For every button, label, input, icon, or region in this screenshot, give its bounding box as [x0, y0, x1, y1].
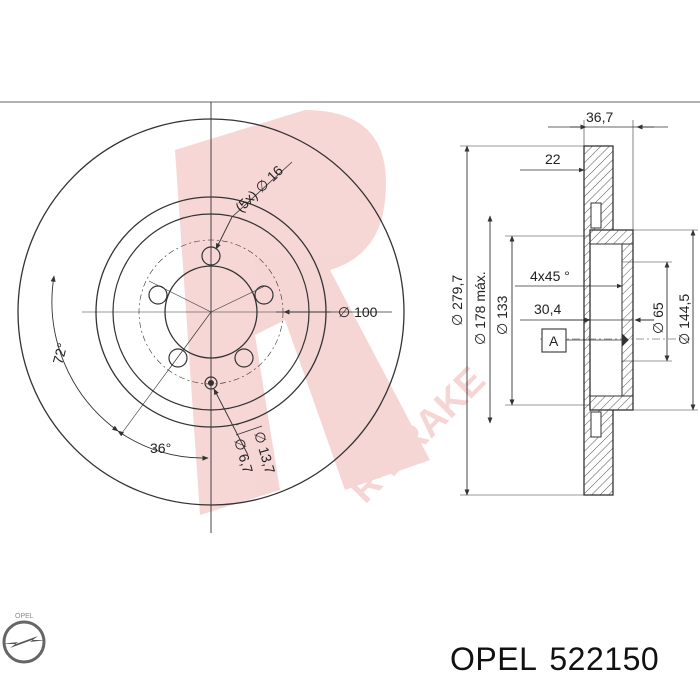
hub-diameter-label: ∅ 133	[494, 295, 510, 335]
product-caption: OPEL 522150	[450, 641, 659, 678]
radial-line-3	[121, 311, 212, 434]
inner-diameter-label: ∅ 144,5	[676, 294, 692, 345]
opel-logo-icon: OPEL	[2, 613, 46, 664]
bolt-hole-5	[148, 285, 168, 305]
outer-diameter-label: ∅ 279,7	[449, 275, 465, 326]
part-number: 522150	[549, 641, 660, 677]
stud-bottom	[590, 411, 602, 438]
side-view	[460, 120, 698, 496]
pcd-label: ∅ 100	[338, 304, 378, 320]
disc-height-label: 22	[545, 151, 561, 167]
bolt-hole-4	[168, 348, 188, 368]
reference-marker	[621, 332, 629, 348]
bolt-hole-3	[234, 348, 254, 368]
svg-text:OPEL: OPEL	[15, 613, 34, 620]
bolt-hole-2	[254, 285, 274, 305]
reference-label: A	[549, 333, 559, 349]
radial-line-1	[148, 280, 212, 313]
bolt-dim-line	[231, 161, 293, 218]
hole-dim-tick-1	[235, 417, 256, 426]
angle-arc-36	[117, 430, 209, 461]
angle-arc-72	[50, 275, 119, 432]
r-brake-watermark: R BRAKE	[175, 110, 494, 515]
total-height-label: 36,7	[586, 109, 613, 125]
front-view	[17, 102, 405, 533]
bolt-leader	[215, 216, 233, 250]
radial-line-4	[210, 285, 266, 313]
chamfer-label: 4x45 °	[530, 268, 570, 284]
hub-hatch-bottom	[589, 395, 634, 411]
hole-dim-tick-2	[235, 425, 263, 436]
brand-name: OPEL	[450, 641, 538, 677]
hub-hatch-top	[589, 229, 634, 245]
max-diameter-label: ∅ 178 máx.	[472, 271, 488, 345]
angle-36-label: 36°	[150, 440, 171, 456]
hub-depth-label: 30,4	[534, 301, 561, 317]
stud-top	[590, 202, 602, 229]
angle-72-label: 72°	[49, 341, 70, 366]
hole-leader	[213, 388, 249, 456]
center-hole-label: ∅ 65	[650, 302, 666, 334]
reference-box	[541, 328, 567, 353]
